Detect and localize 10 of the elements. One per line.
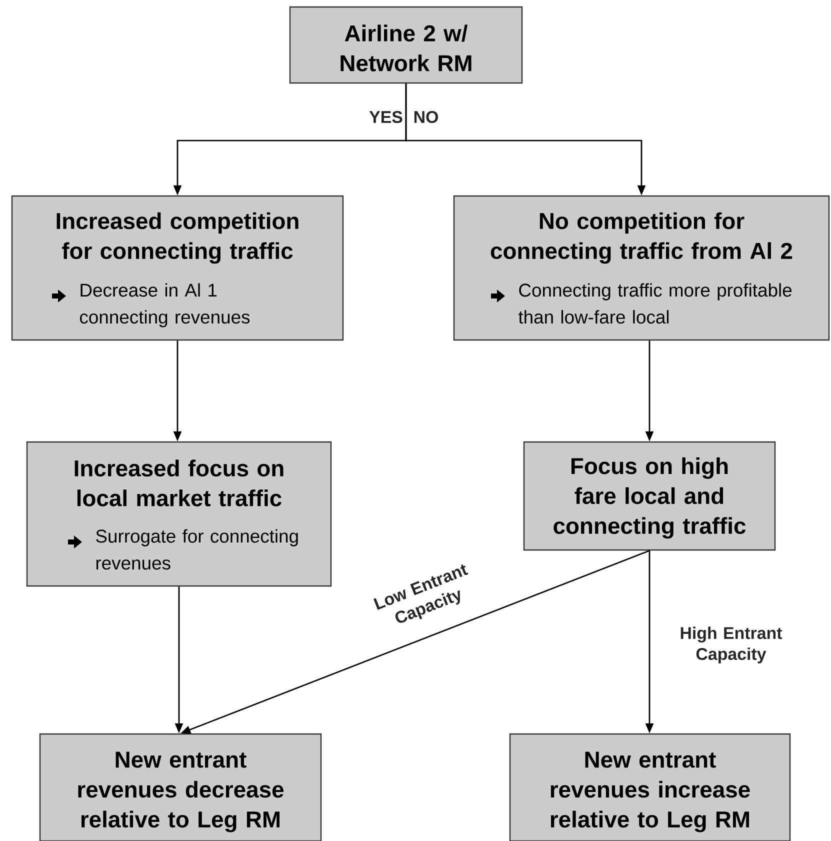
edge-label: High Entrant Capacity: [664, 625, 798, 665]
process-box: Focus on high fare local and connecting traffic: [523, 441, 776, 551]
process-box: Increased competition for connecting traffic Decrease in Al 1 connecting revenues: [11, 195, 344, 341]
process-box: New entrant revenues decrease relative to Leg RM: [39, 733, 322, 841]
process-box: New entrant revenues increase relative to Leg RM: [509, 733, 791, 841]
edge-label: NO: [412, 110, 440, 124]
process-box: Increased focus on local market traffic Surrogate for connecting revenues: [26, 441, 332, 587]
process-box: No competition for connecting traffic from Al 2 Connecting traffic more profitable than low-fare local: [453, 195, 830, 341]
process-box: Airline 2 w/ Network RM: [289, 6, 523, 84]
edge-label: YES: [368, 110, 404, 124]
